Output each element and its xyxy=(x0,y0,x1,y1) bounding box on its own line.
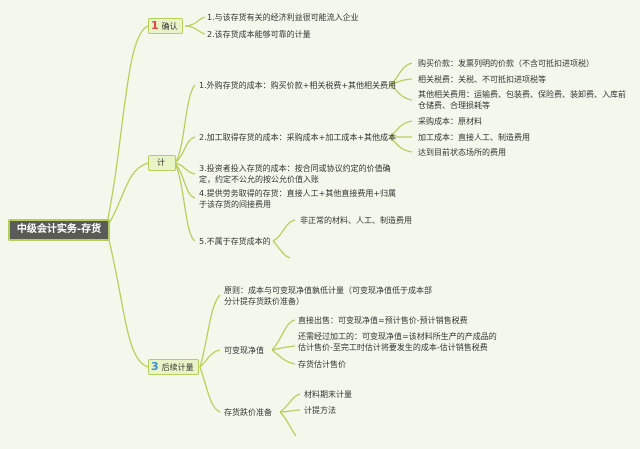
provision-item: 计提方法 xyxy=(304,406,336,415)
branch-number: 1 xyxy=(151,19,159,32)
purchase-cost: 1.外购存货的成本：购买价款+相关税费+其他相关费用 xyxy=(199,81,397,90)
service-cost: 4.提供劳务取得的存货：直接人工+其他直接费用+归属于该存货的间接费用 xyxy=(199,189,397,209)
recognition-item: 2.该存货成本能够可靠的计量 xyxy=(207,30,311,39)
branch-number: 3 xyxy=(151,360,159,373)
connector-root-3 xyxy=(105,227,149,368)
processed-item: 采购成本：原材料 xyxy=(418,117,482,126)
processed-item: 达到目前状态场所的费用 xyxy=(418,148,506,157)
inventory-provision: 存货跌价准备 xyxy=(224,408,272,417)
processed-cost: 2.加工取得存货的成本：采购成本+加工成本+其他成本 xyxy=(199,133,397,142)
principle: 原则：成本与可变现净值孰低计量（可变现净值低于成本部分计提存货跌价准备） xyxy=(224,286,432,306)
root-topic[interactable]: 中级会计实务-存货 xyxy=(8,219,110,241)
nrv-item: 存货估计售价 xyxy=(298,360,346,369)
purchase-item: 其他相关费用：运输费、包装费、保险费、装卸费、入库前仓储费、合理损耗等 xyxy=(418,90,626,110)
connector-root-2 xyxy=(105,162,149,229)
branch-label: 计 xyxy=(157,158,165,167)
processed-item: 加工成本：直接人工、制造费用 xyxy=(418,133,530,142)
recognition-item: 1.与该存货有关的经济利益很可能流入企业 xyxy=(207,13,359,22)
connector-root-1 xyxy=(105,25,149,229)
excluded-cost: 5.不属于存货成本的 xyxy=(199,237,271,246)
branch-label: 后续计量 xyxy=(161,363,194,372)
net-realizable-value: 可变现净值 xyxy=(224,346,264,355)
branch-label: 确认 xyxy=(161,22,178,31)
purchase-item: 购买价款：发票列明的价款（不含可抵扣进项税） xyxy=(418,59,594,68)
nrv-item: 直接出售：可变现净值=预计售价-预计销售税费 xyxy=(298,316,468,325)
nrv-item: 还需经过加工的：可变现净值=该材料所生产的产成品的估计售价-至完工时估计将要发生… xyxy=(298,332,497,352)
invested-cost: 3.投资者投入存货的成本：按合同或协议约定的价值确定，约定不公允的按公允价值入账 xyxy=(199,164,391,184)
branch-measurement[interactable]: 计 xyxy=(148,155,176,171)
excluded-item: 非正常的材料、人工、制造费用 xyxy=(300,216,412,225)
provision-item: 材料期末计量 xyxy=(304,390,352,399)
purchase-item: 相关税费：关税、不可抵扣进项税等 xyxy=(418,75,546,84)
